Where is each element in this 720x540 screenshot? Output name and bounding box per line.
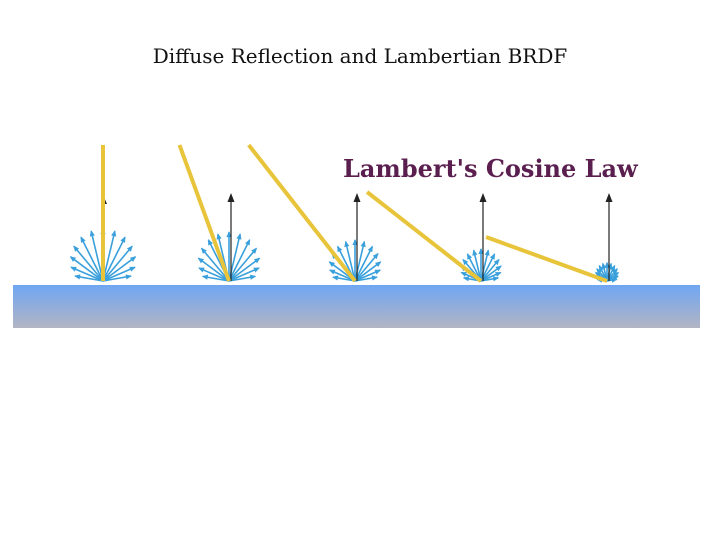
reflected-ray (228, 239, 251, 282)
reflected-ray-head (344, 240, 350, 248)
reflected-ray-head (467, 253, 473, 260)
reflected-ray-head (598, 264, 604, 272)
reflected-ray-head (207, 238, 213, 246)
reflected-ray-head (245, 238, 251, 246)
reflected-ray (466, 253, 482, 282)
reflected-ray-head (337, 245, 343, 253)
reflected-ray-head (129, 266, 136, 272)
reflected-ray (354, 261, 382, 282)
reflected-ray-head (495, 265, 502, 272)
reflected-ray-head (70, 266, 77, 272)
reflected-ray-head (367, 245, 373, 253)
reflected-ray-head (493, 258, 500, 266)
surface (13, 285, 700, 328)
reflected-ray-head (253, 267, 260, 273)
reflected-ray-head (484, 249, 490, 256)
reflected-ray-head (612, 271, 620, 278)
reflected-ray-head (492, 276, 500, 282)
reflected-ray-head (611, 277, 618, 283)
reflected-ray (228, 257, 260, 282)
normal-arrow-head (479, 193, 487, 202)
normal-arrow-head (227, 193, 235, 202)
reflected-ray (102, 245, 133, 282)
reflected-ray (102, 236, 126, 282)
cosine-law-label: Lambert's Cosine Law (343, 154, 639, 183)
reflected-ray-head (198, 267, 205, 273)
incident-ray (177, 144, 231, 282)
reflected-ray-head (478, 247, 484, 254)
reflected-ray-head (352, 239, 358, 246)
reflected-ray-head (253, 257, 261, 264)
reflected-ray-head (236, 233, 242, 240)
reflected-ray-head (73, 245, 80, 252)
reflected-ray-head (80, 236, 86, 243)
reflected-ray (472, 250, 482, 282)
reflected-ray-head (328, 269, 336, 275)
reflected-ray (80, 236, 104, 282)
reflected-ray-head (249, 274, 257, 280)
reflected-ray-head (120, 236, 126, 243)
reflected-ray (102, 256, 136, 282)
reflected-ray-head (74, 274, 81, 280)
reflected-ray-head (251, 247, 258, 254)
reflected-ray (198, 267, 230, 282)
reflected-ray-head (495, 272, 502, 277)
incident-ray (485, 235, 608, 283)
reflected-ray-head (604, 261, 610, 268)
incident-ray (247, 143, 357, 283)
reflected-ray (70, 256, 104, 282)
reflected-ray (73, 245, 104, 282)
reflected-ray-head (89, 230, 95, 237)
reflected-ray-head (372, 252, 379, 260)
reflected-ray-head (200, 247, 207, 254)
reflected-ray (354, 246, 374, 282)
reflected-ray-head (371, 275, 378, 281)
reflected-ray-head (489, 253, 495, 260)
reflected-ray (228, 247, 257, 282)
reflected-ray-head (197, 257, 205, 264)
reflected-ray (344, 241, 356, 282)
reflected-ray-head (69, 256, 77, 262)
reflected-ray-head (332, 275, 339, 281)
normal-arrow-head (353, 193, 361, 202)
reflected-ray (201, 247, 230, 282)
reflected-ray-head (216, 233, 222, 240)
reflected-ray-head (129, 256, 137, 262)
reflected-ray-head (125, 274, 132, 280)
reflected-ray-head (328, 261, 335, 268)
reflected-ray (70, 266, 104, 282)
normal-arrow-head (605, 193, 613, 202)
incident-ray (365, 190, 483, 283)
reflected-ray (228, 267, 260, 282)
reflected-ray-head (596, 268, 603, 275)
reflected-ray-head (462, 258, 469, 266)
reflected-ray-head (375, 261, 382, 268)
reflected-ray (198, 257, 230, 282)
reflected-ray (102, 266, 136, 282)
reflected-ray-head (111, 230, 117, 237)
reflected-ray-head (360, 240, 366, 248)
reflected-ray-head (460, 272, 467, 277)
reflected-ray-head (201, 274, 209, 280)
reflected-ray-head (610, 264, 616, 272)
reflected-ray-head (462, 276, 470, 282)
reflected-ray-head (374, 269, 382, 275)
reflected-ray (354, 253, 379, 282)
page-title: Diffuse Reflection and Lambertian BRDF (152, 44, 568, 68)
reflected-ray-head (126, 245, 133, 252)
reflected-ray (480, 250, 490, 282)
reflected-ray-head (226, 231, 232, 238)
reflected-ray-head (472, 249, 478, 256)
